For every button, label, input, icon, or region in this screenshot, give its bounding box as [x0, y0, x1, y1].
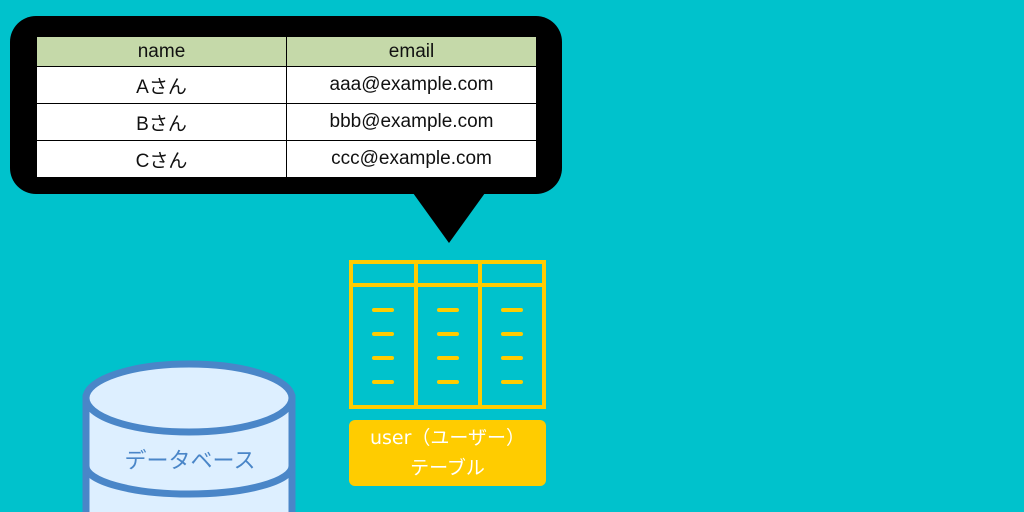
table-name-label: user（ユーザー） テーブル — [349, 420, 546, 486]
table-row: Bさん bbb@example.com — [36, 103, 537, 142]
table-icon-dashes — [372, 308, 523, 384]
database-icon — [82, 360, 296, 512]
cell-email: ccc@example.com — [286, 140, 537, 178]
table-icon — [349, 260, 546, 409]
table-name-line1: user（ユーザー） — [369, 427, 526, 449]
table-name-line2: テーブル — [410, 457, 485, 479]
cell-name: Cさん — [36, 140, 287, 178]
table-row: Cさん ccc@example.com — [36, 140, 537, 178]
cell-name: Aさん — [36, 66, 287, 105]
user-data-table: name email Aさん aaa@example.com Bさん bbb@e… — [36, 35, 537, 178]
cell-name: Bさん — [36, 103, 287, 142]
table-header-row: name email — [36, 35, 537, 68]
table-row: Aさん aaa@example.com — [36, 66, 537, 105]
database-label: データベース — [124, 449, 256, 474]
speech-bubble-tail — [413, 193, 485, 243]
cell-email: aaa@example.com — [286, 66, 537, 105]
header-email: email — [286, 35, 537, 68]
